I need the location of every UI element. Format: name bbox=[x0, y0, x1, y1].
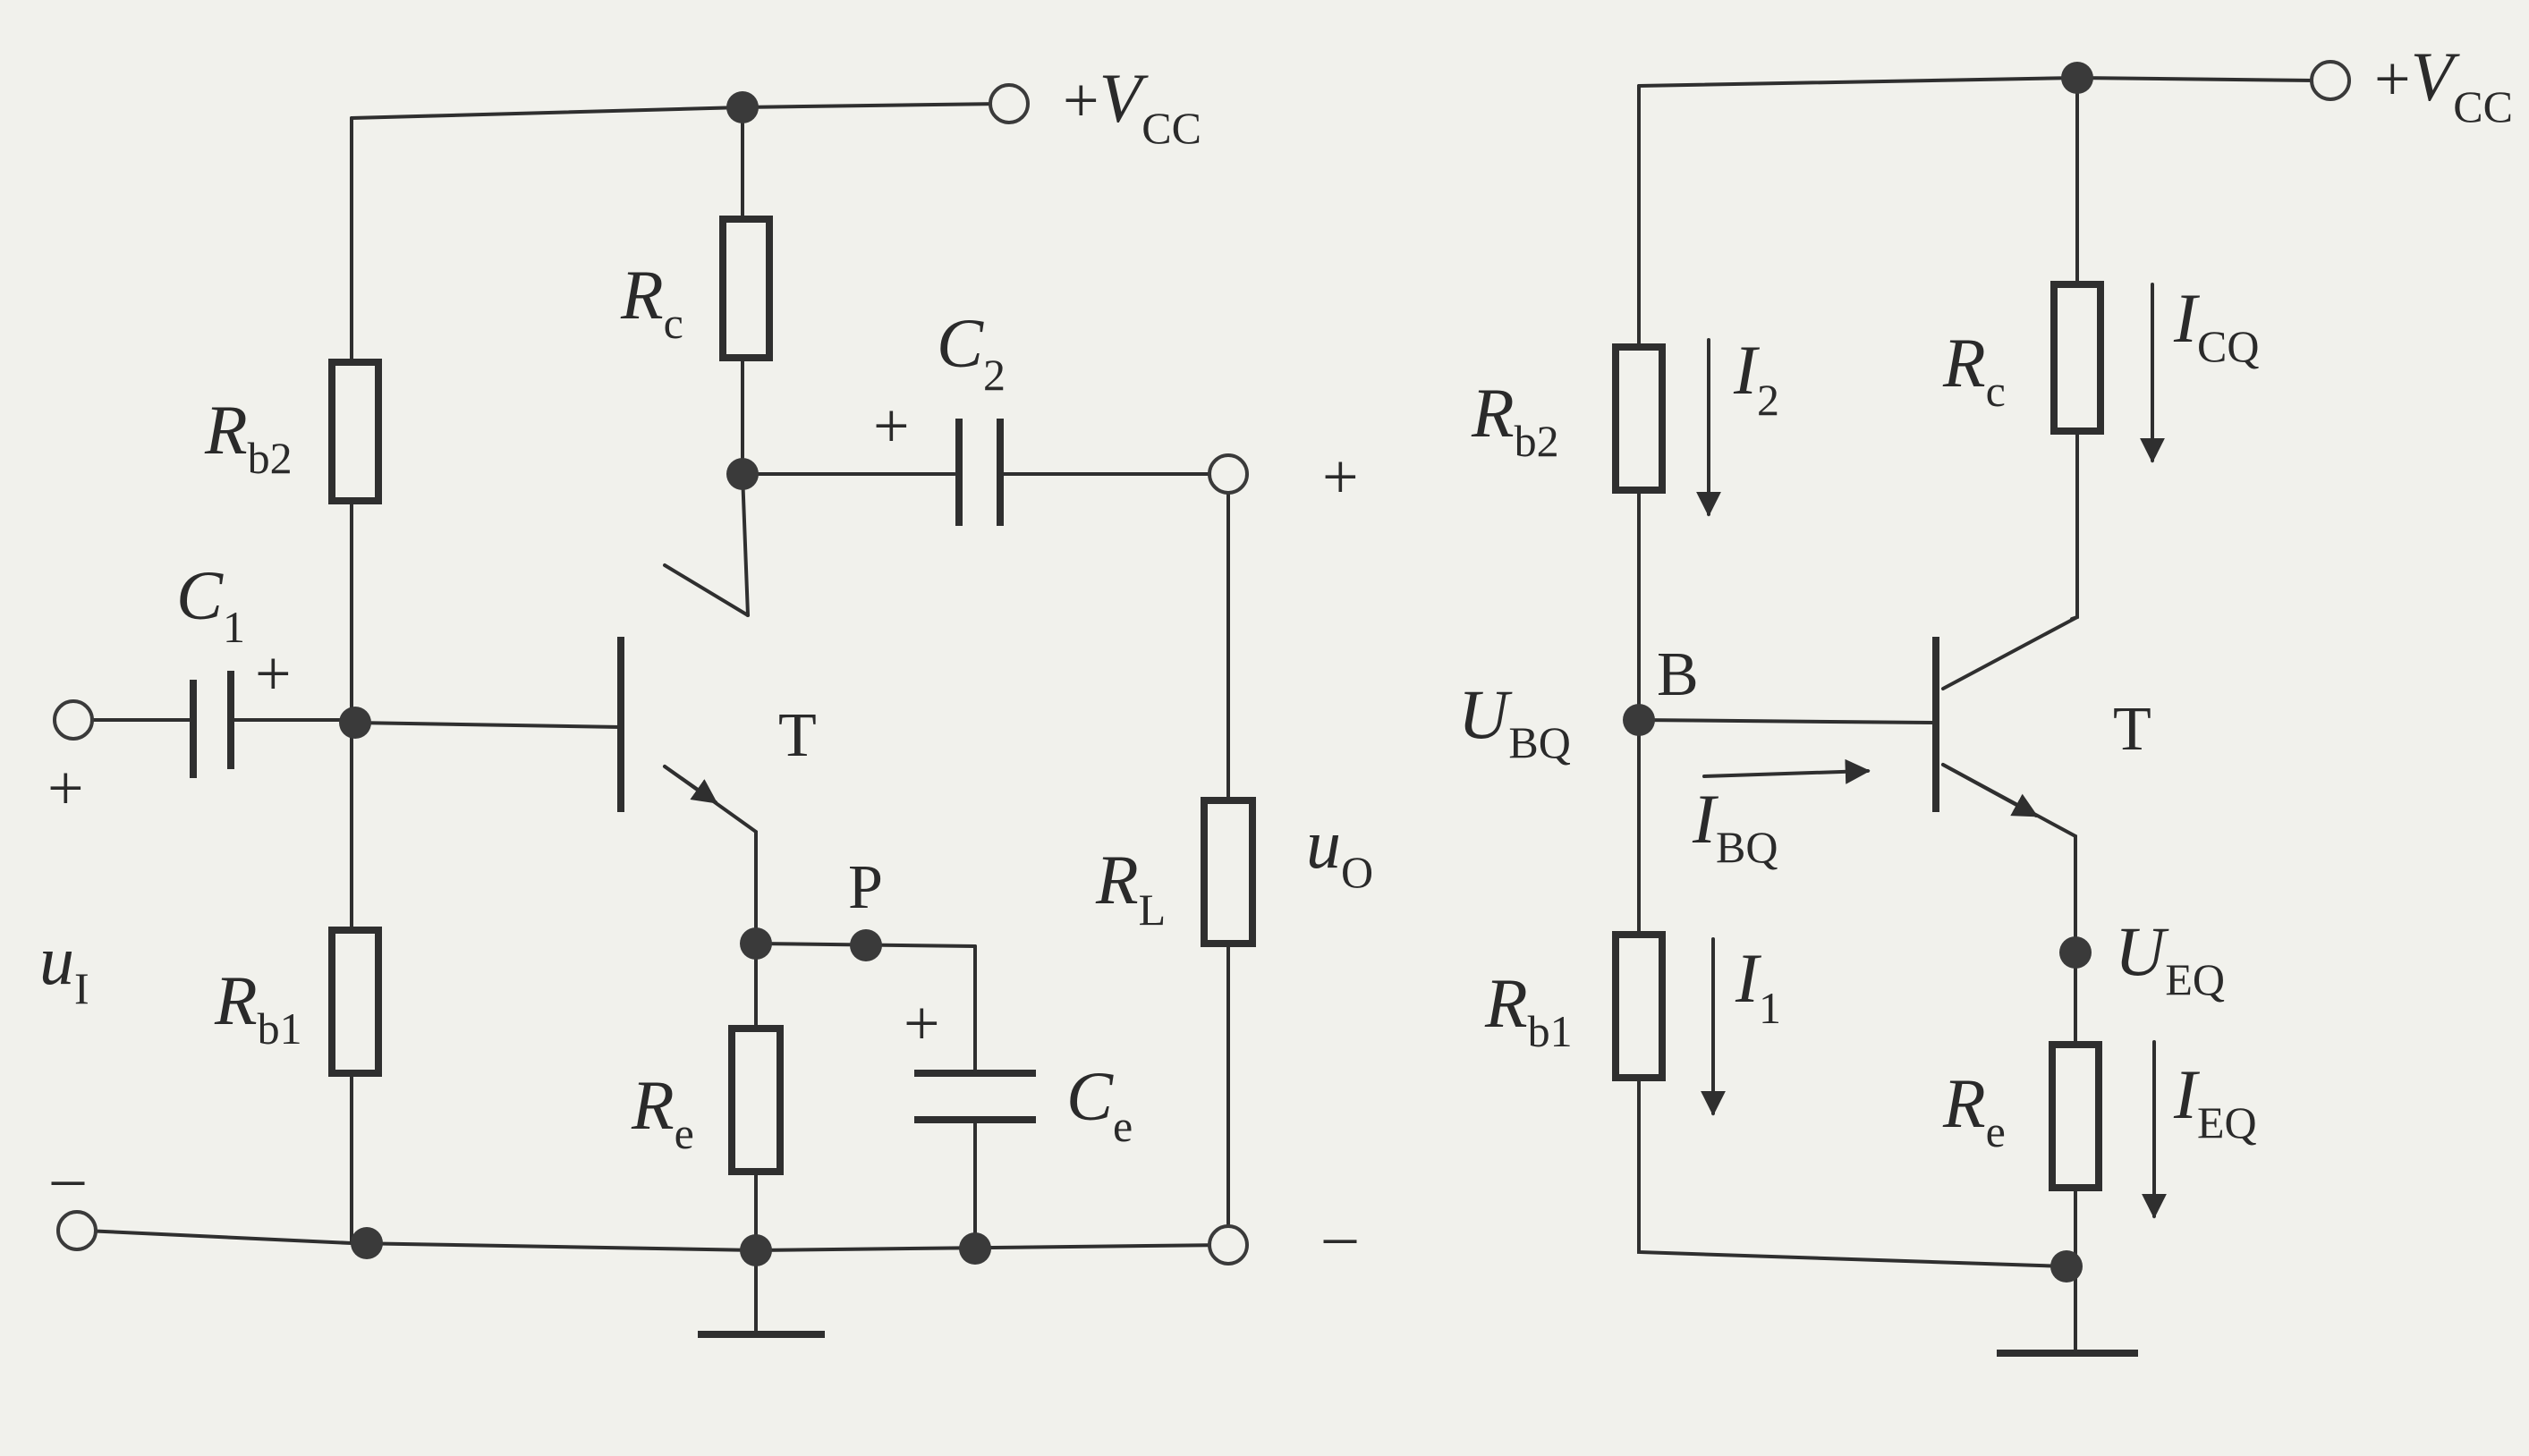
rl-label: RL bbox=[1095, 841, 1166, 935]
input-minus: – bbox=[51, 1141, 85, 1213]
right-circuit: +VCC Rc ICQ Rb2 I2 B UBQ T IBQ UEQ Rb1 I… bbox=[1458, 38, 2513, 1357]
left-transistor-label: T bbox=[778, 701, 817, 770]
right-vcc-terminal bbox=[2310, 60, 2351, 101]
rb2-label: Rb2 bbox=[204, 391, 293, 483]
rb1-label: Rb1 bbox=[214, 961, 302, 1054]
c2-polarity: + bbox=[873, 390, 910, 461]
input-plus: + bbox=[47, 752, 84, 824]
rl-resistor bbox=[1201, 797, 1256, 947]
ce-polarity: + bbox=[904, 987, 940, 1059]
left-nodes bbox=[339, 91, 991, 1266]
re-label: Re bbox=[631, 1066, 694, 1158]
left-vcc-label: +VCC bbox=[1063, 59, 1201, 153]
re-resistor bbox=[728, 1025, 784, 1175]
c1-label: C1 bbox=[176, 556, 245, 652]
right-transistor-label: T bbox=[2113, 695, 2151, 764]
rb2-resistor bbox=[328, 359, 382, 504]
right-re-label: Re bbox=[1942, 1064, 2006, 1156]
right-wires bbox=[1637, 75, 2317, 1355]
node-b-label: B bbox=[1657, 640, 1699, 709]
ce-label: Ce bbox=[1066, 1057, 1133, 1151]
current-arrows bbox=[1696, 283, 2167, 1219]
ibq-label: IBQ bbox=[1692, 780, 1778, 872]
node-p-label: P bbox=[848, 853, 883, 922]
right-vcc-label: +VCC bbox=[2374, 38, 2513, 131]
left-wires bbox=[83, 102, 1230, 1336]
left-circuit: +VCC Rc C2 + + Rb2 C1 + + T P RL uO uI R… bbox=[39, 59, 1373, 1338]
ueq-label: UEQ bbox=[2115, 912, 2225, 1004]
right-rb2-label: Rb2 bbox=[1471, 374, 1559, 466]
i2-label: I2 bbox=[1733, 331, 1779, 425]
output-minus: – bbox=[1323, 1199, 1357, 1271]
icq-label: ICQ bbox=[2173, 279, 2259, 371]
left-terminals bbox=[53, 83, 1249, 1266]
right-rb1-label: Rb1 bbox=[1484, 964, 1573, 1056]
input-voltage-label: uI bbox=[39, 921, 89, 1013]
right-nodes bbox=[1623, 62, 2093, 1282]
left-transistor bbox=[617, 637, 718, 812]
right-re-resistor bbox=[2049, 1041, 2102, 1191]
ibq-arrow bbox=[1702, 758, 1871, 784]
right-transistor bbox=[1932, 637, 2039, 817]
i1-label: I1 bbox=[1735, 939, 1781, 1033]
right-rc-label: Rc bbox=[1942, 324, 2006, 416]
c2-label: C2 bbox=[937, 304, 1006, 400]
c1-polarity: + bbox=[255, 638, 292, 709]
ubq-label: UBQ bbox=[1458, 675, 1571, 767]
right-rb1-resistor bbox=[1612, 931, 1666, 1081]
ieq-label: IEQ bbox=[2173, 1055, 2257, 1147]
right-rc-resistor bbox=[2050, 281, 2104, 435]
rc-label: Rc bbox=[620, 256, 683, 348]
right-rb2-resistor bbox=[1612, 343, 1666, 494]
c1-capacitor bbox=[190, 671, 234, 778]
rb1-resistor bbox=[328, 927, 382, 1077]
output-voltage-label: uO bbox=[1306, 805, 1373, 897]
c2-capacitor bbox=[955, 419, 1004, 526]
ce-capacitor bbox=[914, 1070, 1036, 1123]
output-plus: + bbox=[1322, 441, 1359, 512]
rc-resistor bbox=[719, 216, 773, 361]
